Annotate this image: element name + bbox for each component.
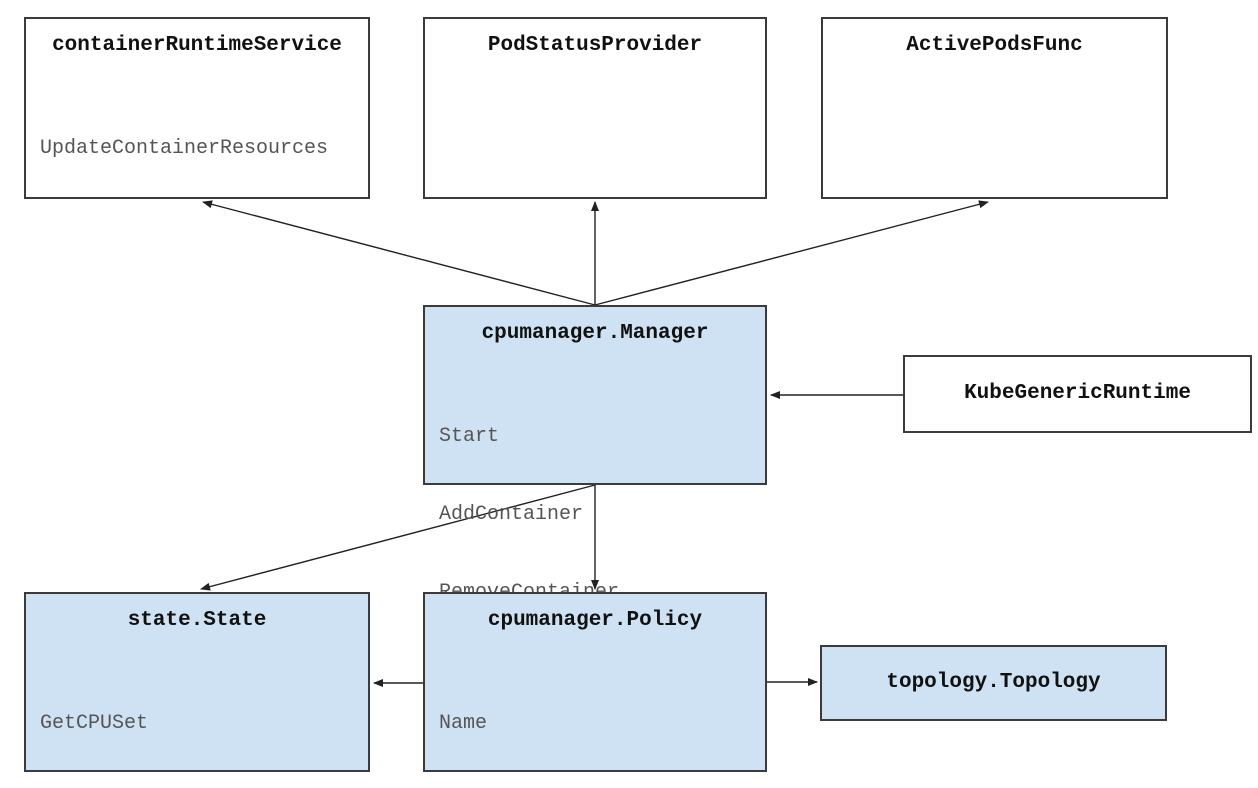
arrow-manager-to-active-pods-func bbox=[594, 200, 989, 306]
box-container-runtime-service: containerRuntimeService UpdateContainerR… bbox=[24, 17, 370, 199]
method: UpdateContainerResources bbox=[40, 137, 329, 160]
box-methods: GetCPUSet GetDefaultCPUSet SetCPUSet Set… bbox=[26, 659, 368, 788]
method: GetCPUSet bbox=[40, 712, 149, 735]
method: Start bbox=[439, 425, 500, 448]
box-title: PodStatusProvider bbox=[487, 34, 703, 57]
box-state-state: state.State GetCPUSet GetDefaultCPUSet S… bbox=[24, 592, 370, 772]
box-kube-generic-runtime: KubeGenericRuntime bbox=[903, 355, 1252, 433]
box-title: ActivePodsFunc bbox=[906, 34, 1083, 57]
box-pod-status-provider: PodStatusProvider bbox=[423, 17, 767, 199]
box-title: containerRuntimeService bbox=[52, 34, 342, 57]
box-title: cpumanager.Manager bbox=[481, 322, 709, 345]
box-title: topology.Topology bbox=[886, 671, 1101, 694]
box-title: state.State bbox=[127, 609, 267, 632]
box-cpumanager-policy: cpumanager.Policy Name AddContainer Remo… bbox=[423, 592, 767, 772]
box-topology-topology: topology.Topology bbox=[820, 645, 1167, 721]
box-active-pods-func: ActivePodsFunc bbox=[821, 17, 1168, 199]
method: AddContainer bbox=[439, 503, 584, 526]
box-methods: Name AddContainer RemoveContainer bbox=[425, 659, 765, 788]
arrow-manager-to-state-state bbox=[200, 484, 596, 591]
method: Name bbox=[439, 712, 488, 735]
box-title: cpumanager.Policy bbox=[487, 609, 703, 632]
box-methods: UpdateContainerResources bbox=[26, 84, 368, 214]
box-title: KubeGenericRuntime bbox=[964, 382, 1191, 405]
arrow-manager-to-container-runtime-service bbox=[202, 200, 596, 306]
box-cpumanager-manager: cpumanager.Manager Start AddContainer Re… bbox=[423, 305, 767, 682]
